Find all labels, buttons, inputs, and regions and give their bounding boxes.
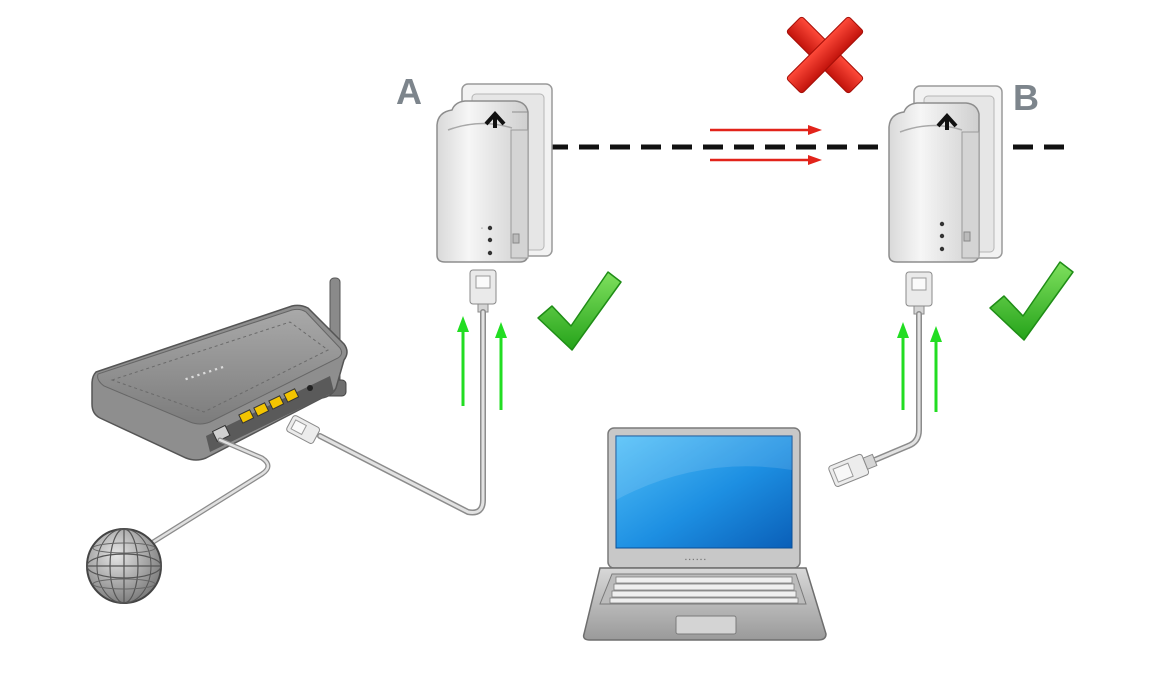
signal-arrows-b — [897, 322, 942, 412]
svg-text:◦: ◦ — [481, 226, 483, 232]
adapter-b-label: B — [1013, 77, 1039, 118]
svg-text:▪▪▪▪▪▪: ▪▪▪▪▪▪ — [685, 557, 708, 563]
ethernet-cable-b — [867, 311, 922, 465]
signal-arrows-a — [457, 316, 507, 410]
globe-icon — [86, 528, 162, 604]
laptop-icon: ▪▪▪▪▪▪ — [582, 427, 827, 641]
ethernet-plug-loose-icon — [828, 453, 878, 487]
adapter-a-label: A — [396, 71, 422, 112]
powerline-signal-arrows — [710, 125, 822, 165]
powerline-adapter-a-icon: ◦ — [436, 83, 553, 263]
powerline-adapter-b-icon — [888, 85, 1003, 263]
router-icon: ▪▪▪▪▪▪▪ — [91, 277, 348, 461]
check-icon-b — [989, 261, 1074, 341]
ethernet-plug-b-icon — [905, 271, 933, 315]
ethernet-cable-a — [317, 309, 486, 516]
check-icon-a — [537, 271, 622, 351]
ethernet-plug-router-icon — [286, 415, 321, 444]
ethernet-plug-a-icon — [469, 269, 497, 313]
x-icon — [786, 16, 864, 94]
